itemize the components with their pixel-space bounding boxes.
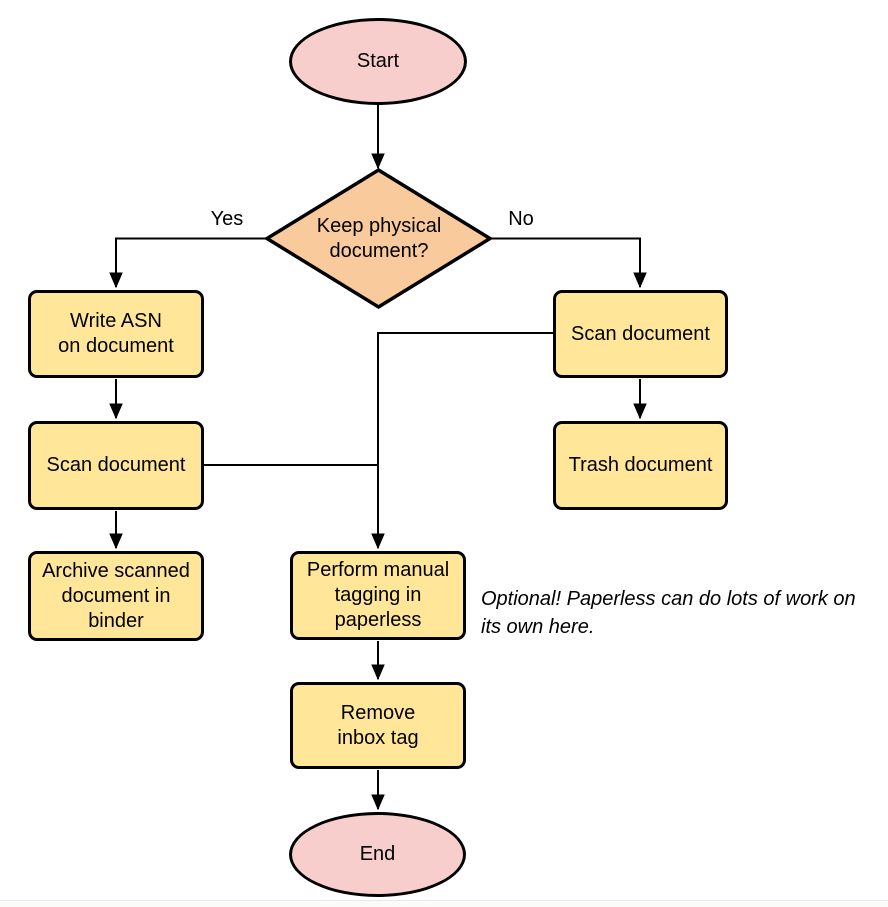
process-remove-inbox-tag-node: Remove inbox tag xyxy=(290,682,466,769)
process-scan-document-right-node: Scan document xyxy=(553,290,728,378)
edge-label-no: No xyxy=(508,208,534,230)
end-node-label: End xyxy=(359,843,396,865)
start-node-label: Start xyxy=(356,50,400,72)
process-remove-inbox-tag-label: Remove inbox tag xyxy=(337,701,419,749)
process-scan-document-left-label: Scan document xyxy=(46,454,186,476)
page-bottom-divider xyxy=(0,900,888,907)
process-trash-document-label: Trash document xyxy=(568,454,713,476)
optional-note: Optional! Paperless can do lots of work … xyxy=(481,588,856,638)
process-manual-tagging-label: Perform manual tagging in paperless xyxy=(306,559,450,631)
process-scan-document-left-node: Scan document xyxy=(28,421,204,510)
process-trash-document-node: Trash document xyxy=(553,421,728,510)
process-manual-tagging-node: Perform manual tagging in paperless xyxy=(290,551,466,640)
end-node: End xyxy=(289,812,466,897)
decision-node-text: Keep physical document? xyxy=(316,214,442,262)
edge-decision-yes-to-write-asn xyxy=(116,237,267,288)
start-node: Start xyxy=(289,18,467,105)
process-write-asn-label: Write ASN on document xyxy=(58,310,174,357)
edge-label-yes: Yes xyxy=(210,208,244,230)
process-archive-node: Archive scanned document in binder xyxy=(28,551,204,641)
process-write-asn-node: Write ASN on document xyxy=(28,290,204,378)
edge-scan-right-to-tagging xyxy=(378,332,553,548)
process-scan-document-right-label: Scan document xyxy=(571,322,710,345)
decision-node-label: Keep physical document? xyxy=(283,213,475,264)
edge-decision-no-to-scan-right xyxy=(490,237,640,288)
decision-diamond xyxy=(263,167,494,310)
process-archive-label: Archive scanned document in binder xyxy=(42,559,190,632)
